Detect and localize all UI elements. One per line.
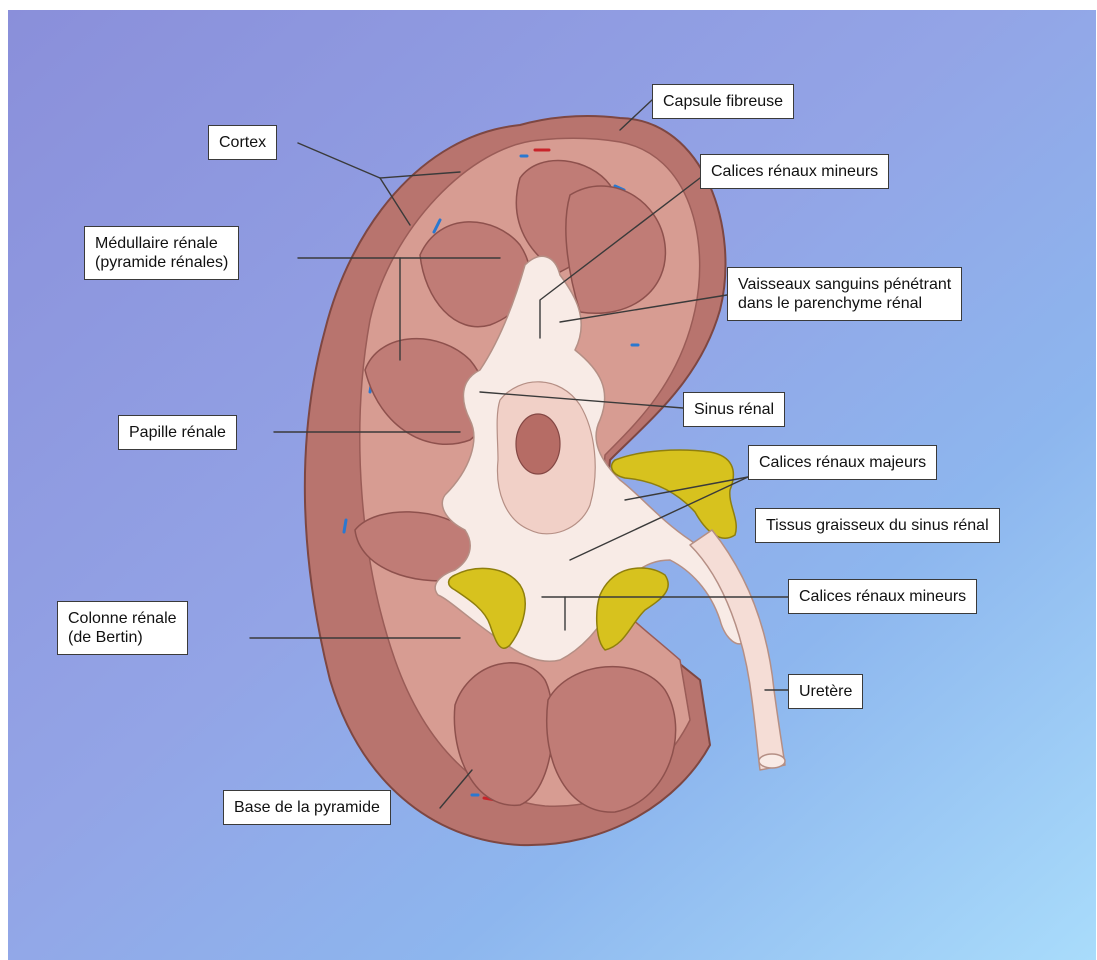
label-uretere: Uretère: [788, 674, 863, 709]
label-base-pyramide: Base de la pyramide: [223, 790, 391, 825]
label-colonne-line1: Colonne rénale: [68, 609, 177, 628]
label-medullaire-renale: Médullaire rénale (pyramide rénales): [84, 226, 239, 280]
label-colonne-renale: Colonne rénale (de Bertin): [57, 601, 188, 655]
label-medullaire-line2: (pyramide rénales): [95, 253, 228, 272]
label-papille-renale: Papille rénale: [118, 415, 237, 450]
label-capsule-fibreuse: Capsule fibreuse: [652, 84, 794, 119]
label-calices-mineurs-bottom: Calices rénaux mineurs: [788, 579, 977, 614]
label-sinus-renal: Sinus rénal: [683, 392, 785, 427]
label-medullaire-line1: Médullaire rénale: [95, 234, 228, 253]
label-calices-mineurs-top: Calices rénaux mineurs: [700, 154, 889, 189]
label-vaisseaux-line1: Vaisseaux sanguins pénétrant: [738, 275, 951, 294]
label-colonne-line2: (de Bertin): [68, 628, 177, 647]
label-calices-majeurs: Calices rénaux majeurs: [748, 445, 937, 480]
label-tissus-graisseux: Tissus graisseux du sinus rénal: [755, 508, 1000, 543]
label-cortex: Cortex: [208, 125, 277, 160]
ureter-opening: [759, 754, 785, 768]
label-vaisseaux-line2: dans le parenchyme rénal: [738, 294, 951, 313]
papilla-cross-section: [516, 414, 560, 474]
label-vaisseaux-sanguins: Vaisseaux sanguins pénétrant dans le par…: [727, 267, 962, 321]
